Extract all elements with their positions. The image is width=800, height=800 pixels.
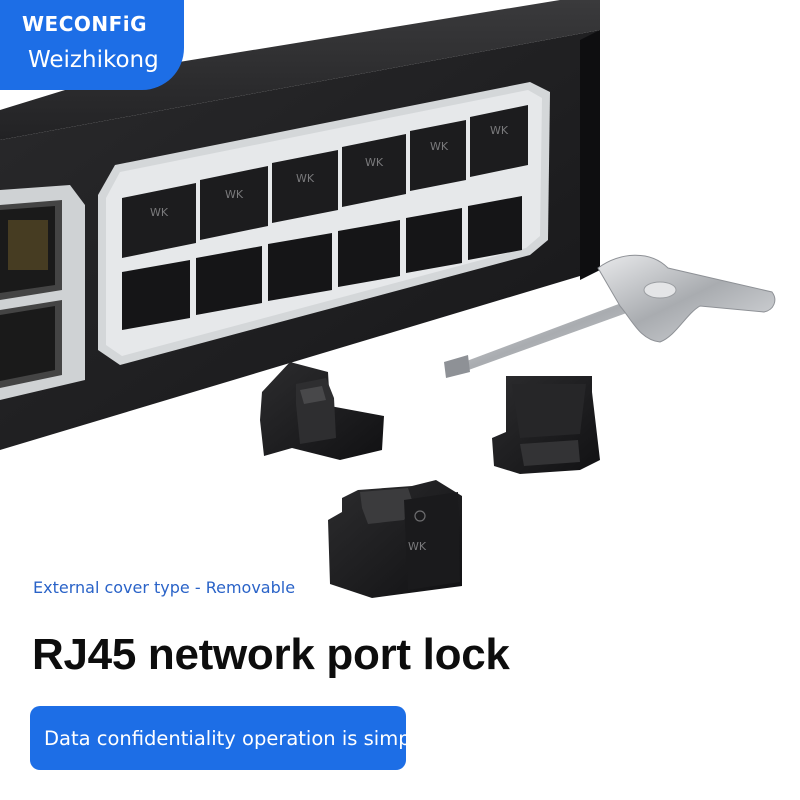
lock-marking: WK <box>408 540 427 553</box>
feature-banner-text: Data confidentiality operation is simpl <box>44 726 406 750</box>
installed-lock: WK <box>200 166 268 240</box>
feature-banner: Data confidentiality operation is simpl <box>30 706 406 770</box>
installed-lock: WK <box>470 105 528 177</box>
installed-lock: WK <box>410 120 466 191</box>
lock-piece <box>492 376 600 474</box>
brand-badge: WECONFiG Weizhikong <box>0 0 184 90</box>
product-subtitle: External cover type - Removable <box>33 578 296 597</box>
svg-text:WK: WK <box>225 188 244 201</box>
lock-piece <box>260 362 384 460</box>
svg-text:WK: WK <box>150 206 169 219</box>
svg-text:WK: WK <box>296 172 315 185</box>
svg-text:WK: WK <box>365 156 384 169</box>
installed-lock: WK <box>122 183 196 258</box>
empty-ports <box>122 196 522 330</box>
product-headline: RJ45 network port lock <box>32 630 510 679</box>
installed-lock: WK <box>342 134 406 207</box>
svg-text:WK: WK <box>490 124 509 137</box>
brand-name: Weizhikong <box>28 47 159 73</box>
installed-locks: WK WK WK WK WK WK <box>122 105 528 258</box>
key-tool <box>444 254 776 378</box>
network-switch: WK WK WK WK WK WK <box>0 0 600 450</box>
lock-piece: WK <box>328 480 462 598</box>
left-port-frame <box>0 185 85 400</box>
installed-lock: WK <box>272 150 338 223</box>
svg-text:WK: WK <box>430 140 449 153</box>
brand-logo: WECONFiG <box>22 12 148 36</box>
